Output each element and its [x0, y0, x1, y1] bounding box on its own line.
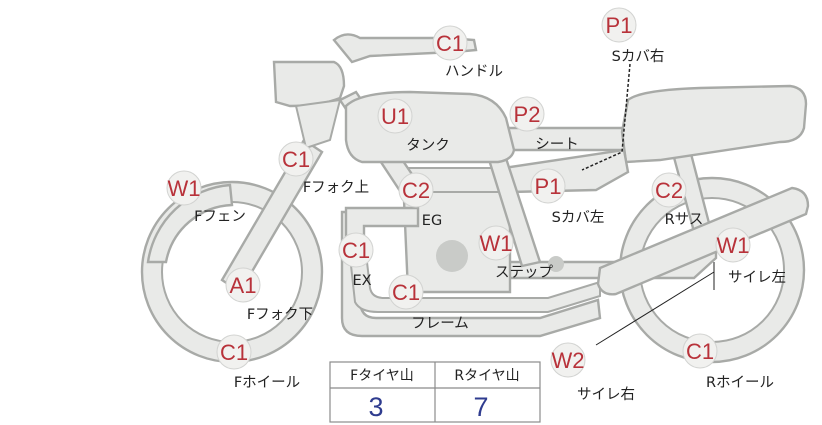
- condition-code: W1: [717, 233, 750, 258]
- condition-code: W1: [480, 231, 513, 256]
- badge-seat: P2 シート: [509, 96, 579, 153]
- front-tire-header: Fタイヤ山: [350, 368, 414, 384]
- part-label: Rサス: [665, 212, 704, 228]
- part-label: Sカバ左: [552, 209, 605, 226]
- silencer: [596, 186, 810, 296]
- badge-step: W1 ステップ: [478, 225, 553, 281]
- badge-circle: [682, 333, 718, 369]
- badge-circle: [509, 96, 545, 132]
- badge-circle: [601, 7, 637, 43]
- part-label: Fフェン: [194, 209, 246, 225]
- part-label: サイレ左: [728, 269, 786, 286]
- part-label: Fホイール: [234, 375, 300, 391]
- part-label: Rホイール: [706, 375, 774, 391]
- footpeg: [548, 256, 564, 272]
- badge-circle: [530, 168, 566, 204]
- badge-silencer-left: W1 サイレ左: [715, 227, 786, 286]
- badge-circle: [398, 172, 434, 208]
- condition-code: W2: [552, 348, 585, 373]
- badge-circle: [377, 98, 413, 134]
- fork-bracket: [294, 98, 342, 150]
- condition-code: W1: [168, 176, 201, 201]
- condition-code: C2: [655, 178, 683, 203]
- badge-circle: [715, 227, 751, 263]
- condition-code: C1: [282, 147, 310, 172]
- leader-silencer-right: [595, 271, 715, 346]
- seat: [620, 84, 808, 164]
- engine-cover: [436, 240, 468, 272]
- condition-code: P1: [606, 13, 633, 38]
- badge-circle: [651, 172, 687, 208]
- condition-code: C1: [686, 339, 714, 364]
- badge-circle: [478, 225, 514, 261]
- badge-tank: U1 タンク: [377, 98, 450, 154]
- condition-code: C1: [220, 340, 248, 365]
- condition-code: C2: [402, 178, 430, 203]
- badge-frame: C1 フレーム: [388, 274, 469, 332]
- part-label: サイレ右: [577, 386, 635, 403]
- part-label: タンク: [406, 137, 450, 154]
- part-label: シート: [535, 137, 579, 153]
- badge-layer: C1ハンドルP1Sカバ右U1タンクP2シートC1Fフォク上W1FフェンC2EGP…: [166, 7, 786, 403]
- part-label: Sカバ右: [612, 48, 665, 65]
- badge-circle: [432, 25, 468, 61]
- part-label: Fフォク上: [303, 179, 369, 196]
- condition-code: C1: [342, 238, 370, 263]
- condition-code: U1: [381, 104, 409, 129]
- part-label: ステップ: [495, 264, 553, 281]
- condition-code: P1: [535, 174, 562, 199]
- front-fender: [146, 183, 234, 264]
- badge-circle: [338, 232, 374, 268]
- badge-silencer-right: W2 サイレ右: [550, 342, 635, 403]
- condition-code: C1: [436, 31, 464, 56]
- condition-code: C1: [392, 280, 420, 305]
- motorcycle-illustration: [140, 33, 810, 364]
- badge-handle: C1 ハンドル: [432, 25, 503, 80]
- condition-code: P2: [514, 102, 541, 127]
- side-cover-left: [502, 148, 630, 194]
- badge-circle: [166, 170, 202, 206]
- badge-circle: [550, 342, 586, 378]
- rear-tire-header: Rタイヤ山: [454, 368, 519, 384]
- part-label: フレーム: [411, 316, 469, 332]
- rear-tire-value: 7: [473, 392, 488, 422]
- part-label: EX: [352, 273, 371, 289]
- leader-s-cover-right: [581, 63, 631, 171]
- badge-circle: [225, 267, 261, 303]
- badge-circle: [216, 334, 252, 370]
- badge-circle: [278, 141, 314, 177]
- front-tire-value: 3: [368, 392, 383, 422]
- part-label: EG: [422, 213, 442, 229]
- part-label: ハンドル: [445, 64, 503, 80]
- part-label: Fフォク下: [247, 306, 313, 323]
- headlight-cover: [272, 60, 346, 108]
- badge-circle: [388, 274, 424, 310]
- condition-code: A1: [230, 273, 257, 298]
- tire-table: Fタイヤ山 Rタイヤ山 3 7: [329, 361, 541, 423]
